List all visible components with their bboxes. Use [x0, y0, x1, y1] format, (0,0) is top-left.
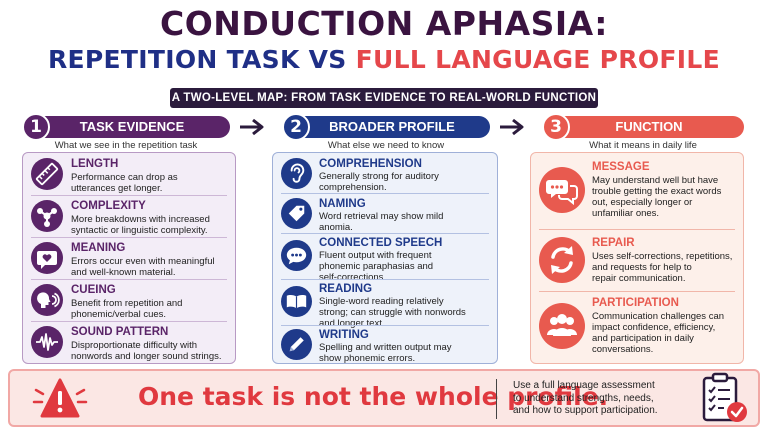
col2-header: BROADER PROFILE [294, 116, 490, 138]
col1-header: TASK EVIDENCE [34, 116, 230, 138]
clipboard-checklist-icon [702, 372, 747, 422]
col3-header: FUNCTION [554, 116, 744, 138]
broader-profile-panel: COMPREHENSION Generally strong for audit… [272, 152, 498, 364]
col2-title: BROADER PROFILE [329, 119, 455, 134]
col2-number: 2 [282, 113, 310, 141]
key-message-box: One task is not the whole profile. Use a… [8, 369, 760, 427]
speaking-head-icon [31, 284, 63, 316]
arrow-right-icon [500, 118, 524, 136]
chat-bubbles-icon [539, 167, 585, 213]
col3-number: 3 [542, 113, 570, 141]
refresh-icon [539, 237, 585, 283]
item-heading: MESSAGE [592, 161, 650, 173]
list-item: COMPLEXITY More breakdowns with increase… [23, 195, 235, 237]
col1-number: 1 [22, 113, 50, 141]
arrow-right-icon [240, 118, 264, 136]
divider [496, 379, 497, 419]
key-message: One task is not the whole profile. [138, 382, 609, 411]
list-item: MEANING Errors occur even with meaningfu… [23, 237, 235, 279]
col2-subtitle: What else we need to know [327, 140, 445, 151]
item-heading: NAMING [319, 198, 366, 210]
col3-title: FUNCTION [615, 119, 683, 134]
list-item: COMPREHENSION Generally strong for audit… [273, 153, 497, 193]
ear-icon [281, 158, 312, 189]
item-heading: SOUND PATTERN [71, 326, 169, 338]
tag-icon [281, 198, 312, 229]
item-heading: COMPLEXITY [71, 200, 146, 212]
ruler-icon [31, 158, 63, 190]
warning-icon [32, 378, 88, 418]
speech-bubble-icon [281, 240, 312, 271]
subtitle-part1: REPETITION TASK [47, 45, 300, 74]
item-heading: READING [319, 283, 373, 295]
molecule-icon [31, 200, 63, 232]
col1-title: TASK EVIDENCE [79, 119, 185, 134]
main-title: CONDUCTION APHASIA: [159, 4, 609, 43]
pencil-icon [281, 329, 312, 360]
list-item: PARTICIPATION Communication challenges c… [531, 291, 743, 365]
list-item: REPAIR Uses self-corrections, repetition… [531, 229, 743, 291]
subtitle-part2: FULL LANGUAGE PROFILE [355, 45, 720, 74]
subtitle: REPETITION TASK VS FULL LANGUAGE PROFILE [0, 45, 768, 74]
item-heading: CUEING [71, 284, 116, 296]
item-heading: CONNECTED SPEECH [319, 237, 443, 249]
heart-speech-icon [31, 242, 63, 274]
subtitle-vs: VS [308, 45, 347, 74]
banner: A TWO-LEVEL MAP: FROM TASK EVIDENCE TO R… [170, 88, 598, 108]
col3-subtitle: What it means in daily life [589, 140, 697, 151]
item-heading: PARTICIPATION [592, 297, 679, 309]
item-heading: WRITING [319, 329, 369, 341]
list-item: CONNECTED SPEECH Fluent output with freq… [273, 233, 497, 283]
item-heading: COMPREHENSION [319, 158, 422, 170]
book-icon [281, 286, 312, 317]
item-body: Uses self-corrections, repetitions,and r… [592, 251, 733, 284]
item-heading: MEANING [71, 242, 126, 254]
people-icon [539, 303, 585, 349]
col1-subtitle: What we see in the repetition task [54, 140, 198, 151]
item-heading: REPAIR [592, 237, 635, 249]
item-heading: LENGTH [71, 158, 119, 170]
waveform-icon [31, 326, 63, 358]
list-item: SOUND PATTERN Disproportionate difficult… [23, 321, 235, 363]
